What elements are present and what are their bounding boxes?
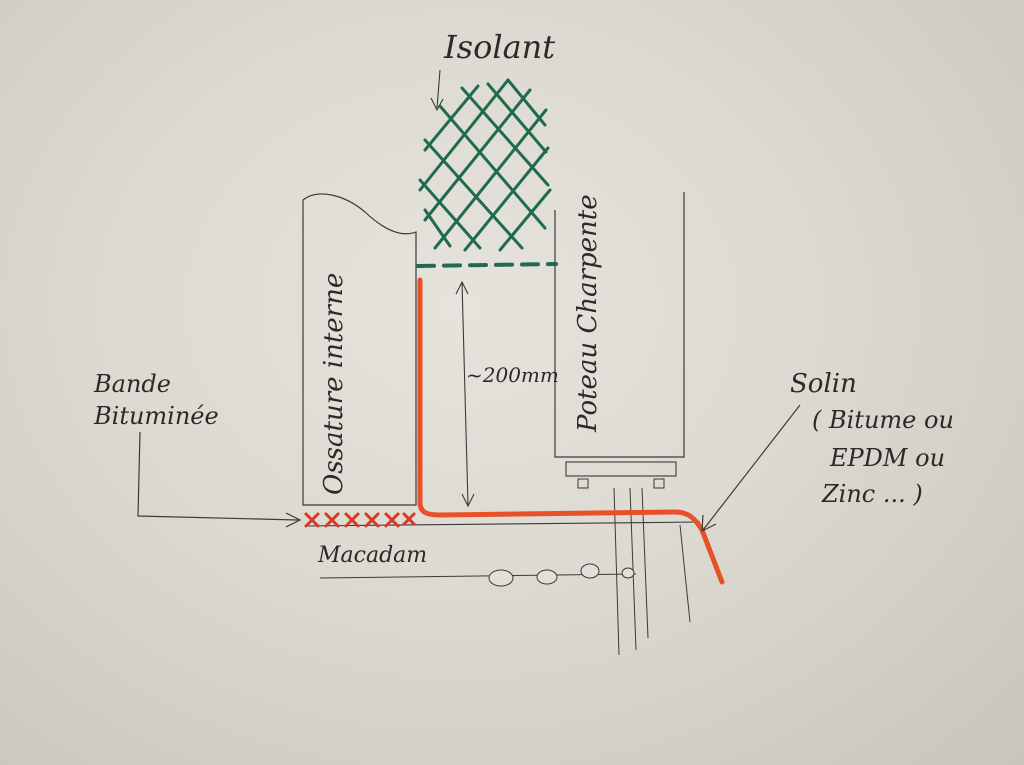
ground-line [304, 521, 701, 527]
pebble [488, 569, 514, 587]
solin-label-line2: ( Bitume ou [812, 406, 954, 434]
pebble [580, 563, 600, 579]
ossature-label: Ossature interne [319, 273, 349, 495]
foundation-edge [679, 524, 691, 623]
solin-label-line3: EPDM ou [829, 444, 945, 472]
bande-label-line2: Bituminée [93, 402, 219, 430]
solin-leader [701, 404, 801, 533]
solin-label-line4: Zinc ... ) [821, 480, 923, 508]
ossature-outline [302, 193, 417, 506]
bande-leader [137, 431, 302, 528]
poteau-outline [554, 192, 685, 458]
macadam-label: Macadam [317, 543, 427, 568]
vapour-barrier-dash [416, 262, 558, 268]
post-base-bolt-right [653, 478, 665, 489]
dimension-line [455, 280, 475, 508]
post-base-bolt-left [577, 478, 589, 489]
bande-label-line1: Bande [93, 370, 171, 398]
bande-crosses [304, 512, 416, 528]
post-base-plate [565, 461, 677, 477]
membrane-line [417, 277, 725, 585]
insulation-hatch [418, 78, 552, 252]
pebble [536, 569, 558, 585]
solin-label-line1: Solin [790, 369, 857, 399]
isolant-label: Isolant [443, 28, 555, 66]
isolant-arrow [430, 69, 444, 112]
pebble [621, 567, 635, 579]
distance-label: ~200mm [466, 363, 559, 387]
poteau-label: Poteau Charpente [573, 194, 603, 433]
